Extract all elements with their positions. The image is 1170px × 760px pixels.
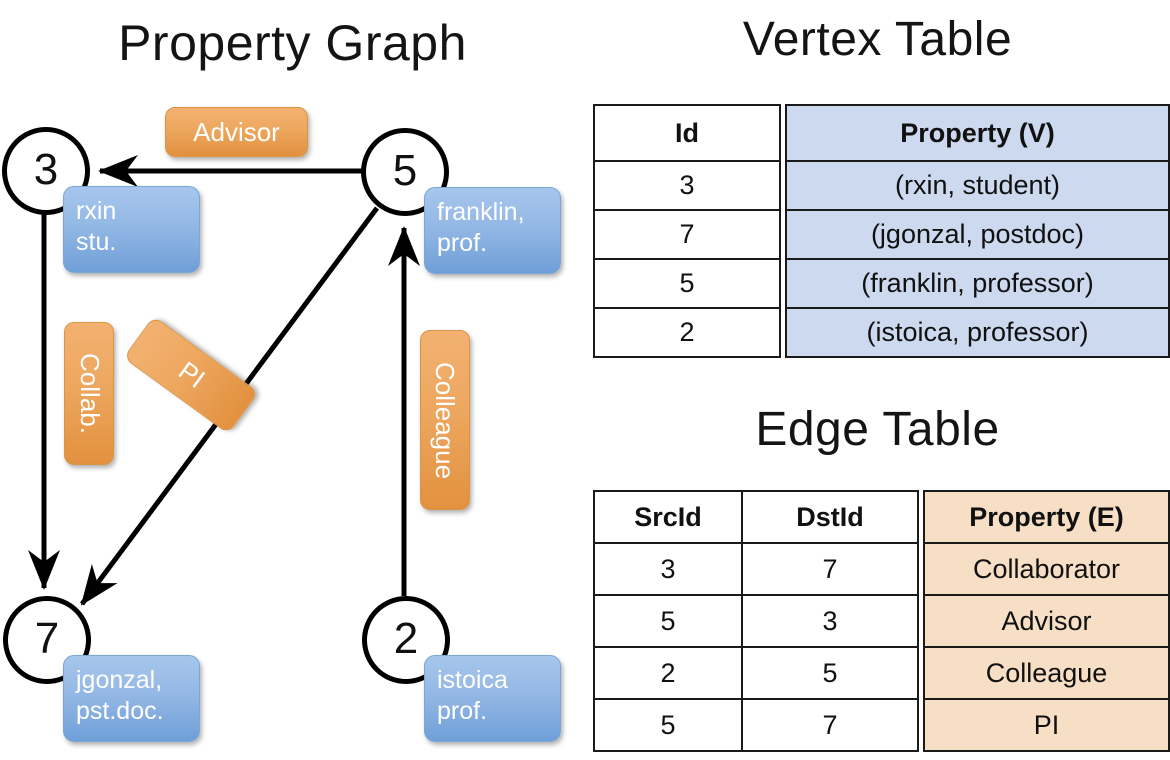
edge-table-cell-srcid: 3: [593, 542, 743, 596]
edge-table-header-srcid: SrcId: [593, 490, 743, 544]
table-row[interactable]: (rxin, student): [785, 160, 1170, 211]
edge-table-srcid-column: SrcId 3 5 2 5: [593, 490, 743, 752]
table-row[interactable]: Advisor: [923, 594, 1170, 648]
table-row[interactable]: 7: [741, 698, 919, 752]
table-header-row: Id: [593, 104, 781, 162]
vertex-table-header-property: Property (V): [785, 104, 1170, 162]
edge-label-advisor-text: Advisor: [193, 116, 280, 147]
edge-label-colleague: Colleague: [420, 330, 470, 510]
edge-table-header-dstid: DstId: [741, 490, 919, 544]
vertex-node-5[interactable]: 5: [361, 128, 449, 216]
graph-title: Property Graph: [118, 15, 467, 71]
vertex-table-title: Vertex Table: [742, 13, 1013, 66]
vertex-property-5-line2: prof.: [437, 229, 488, 257]
vertex-property-2-line2: prof.: [437, 697, 488, 725]
edge-label-colleague-text: Colleague: [430, 361, 461, 479]
vertex-table-panel: Vertex Table Id 3 7 5 2: [585, 0, 1170, 390]
vertex-property-2-line1: istoica: [437, 666, 508, 694]
table-row[interactable]: 3: [741, 594, 919, 648]
table-row[interactable]: (franklin, professor): [785, 258, 1170, 309]
vertex-property-5-line1: franklin,: [437, 198, 525, 226]
edge-table-cell-dstid: 3: [741, 594, 919, 648]
vertex-property-box-5: franklin, prof.: [424, 187, 561, 274]
table-row[interactable]: 3: [593, 160, 781, 211]
vertex-table-cell-id: 5: [593, 258, 781, 309]
table-header-row: Property (V): [785, 104, 1170, 162]
table-header-row: SrcId: [593, 490, 743, 544]
edge-label-collab: Collab.: [64, 322, 114, 465]
vertex-property-box-7: jgonzal, pst.doc.: [63, 655, 200, 742]
edge-table-panel: Edge Table SrcId 3 5 2 5: [585, 390, 1170, 760]
vertex-table-cell-property: (franklin, professor): [785, 258, 1170, 309]
table-header-row: DstId: [741, 490, 919, 544]
table-row[interactable]: (istoica, professor): [785, 307, 1170, 358]
edge-table-cell-property: Collaborator: [923, 542, 1170, 596]
edge-table-header-property: Property (E): [923, 490, 1170, 544]
edge-label-collab-text: Collab.: [74, 353, 105, 434]
edge-table-cell-property: PI: [923, 698, 1170, 752]
vertex-table-property-column: Property (V) (rxin, student) (jgonzal, p…: [785, 104, 1170, 358]
vertex-table-cell-property: (istoica, professor): [785, 307, 1170, 358]
table-row[interactable]: 7: [593, 209, 781, 260]
table-row[interactable]: 5: [593, 258, 781, 309]
edge-table-cell-property: Colleague: [923, 646, 1170, 700]
table-row[interactable]: Collaborator: [923, 542, 1170, 596]
edge-table-dstid-column: DstId 7 3 5 7: [741, 490, 919, 752]
vertex-node-2[interactable]: 2: [362, 596, 450, 684]
vertex-property-7-line2: pst.doc.: [76, 697, 164, 725]
table-row[interactable]: 3: [593, 542, 743, 596]
table-row[interactable]: 2: [593, 646, 743, 700]
edge-table-cell-srcid: 2: [593, 646, 743, 700]
table-header-row: Property (E): [923, 490, 1170, 544]
vertex-property-3-line1: rxin: [76, 197, 117, 225]
table-row[interactable]: (jgonzal, postdoc): [785, 209, 1170, 260]
vertex-property-box-2: istoica prof.: [424, 655, 561, 742]
vertex-node-7-label: 7: [34, 614, 60, 663]
vertex-property-7-line1: jgonzal,: [76, 666, 163, 694]
edge-table-cell-dstid: 7: [741, 542, 919, 596]
vertex-table: Id 3 7 5 2 Property (: [593, 104, 1170, 358]
edge-table-cell-dstid: 5: [741, 646, 919, 700]
edge-table-property-column: Property (E) Collaborator Advisor Collea…: [923, 490, 1170, 752]
edge-table-cell-dstid: 7: [741, 698, 919, 752]
property-graph-panel: Property Graph 3 5 7 2 rxin stu. frankli: [2, 15, 561, 742]
table-row[interactable]: PI: [923, 698, 1170, 752]
vertex-table-cell-id: 2: [593, 307, 781, 358]
vertex-table-cell-id: 7: [593, 209, 781, 260]
vertex-node-5-label: 5: [392, 146, 418, 195]
vertex-table-cell-id: 3: [593, 160, 781, 211]
vertex-table-cell-property: (rxin, student): [785, 160, 1170, 211]
table-row[interactable]: 5: [593, 698, 743, 752]
edge-label-pi-text: PI: [172, 355, 211, 394]
vertex-table-id-column: Id 3 7 5 2: [593, 104, 781, 358]
vertex-node-2-label: 2: [393, 614, 419, 663]
edge-label-advisor: Advisor: [165, 107, 308, 157]
edge-table-title: Edge Table: [755, 403, 1000, 456]
edge-table: SrcId 3 5 2 5 DstId: [593, 490, 1170, 752]
vertex-table-header-id: Id: [593, 104, 781, 162]
edge-table-cell-srcid: 5: [593, 698, 743, 752]
edge-table-cell-property: Advisor: [923, 594, 1170, 648]
table-row[interactable]: 2: [593, 307, 781, 358]
edge-table-cell-srcid: 5: [593, 594, 743, 648]
vertex-node-3-label: 3: [33, 145, 59, 194]
vertex-table-cell-property: (jgonzal, postdoc): [785, 209, 1170, 260]
vertex-property-3-line2: stu.: [76, 228, 117, 256]
table-row[interactable]: 5: [741, 646, 919, 700]
table-row[interactable]: Colleague: [923, 646, 1170, 700]
table-row[interactable]: 7: [741, 542, 919, 596]
table-row[interactable]: 5: [593, 594, 743, 648]
vertex-property-box-3: rxin stu.: [63, 186, 200, 273]
